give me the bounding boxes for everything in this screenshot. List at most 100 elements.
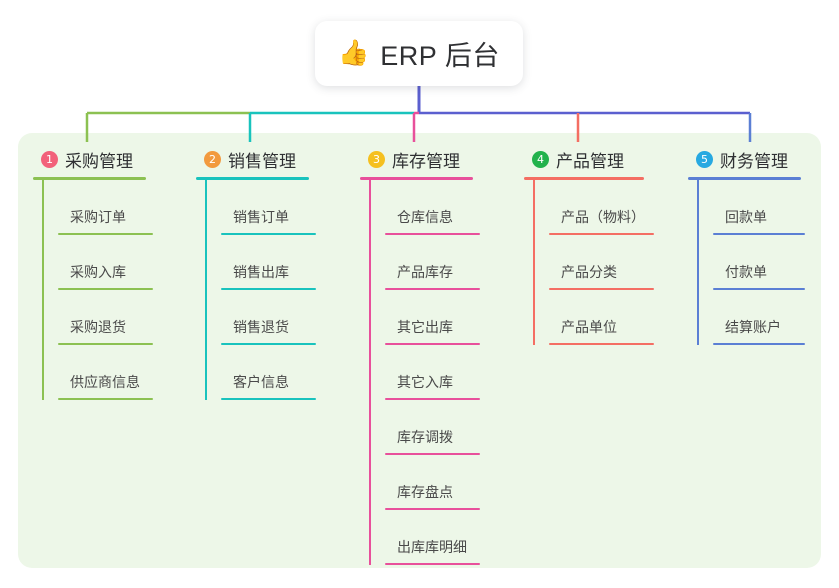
branch-item-rule <box>385 453 480 455</box>
branch-item-rule <box>221 343 316 345</box>
branch-item-rule <box>58 288 153 290</box>
branch-item-label: 销售退货 <box>233 319 289 335</box>
branch-header-1[interactable]: 1 采购管理 <box>33 146 146 172</box>
branch-item[interactable]: 库存盘点 <box>385 455 480 510</box>
branch-item-label: 库存盘点 <box>397 484 453 500</box>
branch-item[interactable]: 结算账户 <box>713 290 805 345</box>
branch-item-rule <box>58 343 153 345</box>
root-node[interactable]: 👍 ERP 后台 <box>315 21 523 86</box>
branch-column-4: 4 产品管理产品（物料） 产品分类产品单位 <box>524 146 654 345</box>
branch-item-rule <box>221 398 316 400</box>
branch-column-5: 5 财务管理回款单付款单结算账户 <box>688 146 805 345</box>
branch-item-rule <box>713 288 805 290</box>
branch-item[interactable]: 销售订单 <box>221 180 316 235</box>
branch-item-rule <box>549 343 654 345</box>
branch-underline <box>524 177 644 180</box>
branch-item-rule <box>58 233 153 235</box>
branch-item-list: 回款单付款单结算账户 <box>697 180 805 345</box>
branch-item[interactable]: 产品（物料） <box>549 180 654 235</box>
branch-underline <box>33 177 146 180</box>
branch-underline <box>360 177 473 180</box>
branch-number-badge: 2 <box>204 150 221 168</box>
branch-item-label: 其它出库 <box>397 319 453 335</box>
branch-item-rule <box>385 563 480 565</box>
branch-title: 采购管理 <box>65 151 133 171</box>
branch-item-rule <box>221 233 316 235</box>
branches-panel <box>18 133 821 568</box>
branch-item-label: 库存调拨 <box>397 429 453 445</box>
thumbs-up-icon: 👍 <box>338 39 370 67</box>
branch-item-rule <box>385 343 480 345</box>
branch-item[interactable]: 供应商信息 <box>58 345 153 400</box>
branch-item[interactable]: 出库库明细 <box>385 510 480 565</box>
branch-number-badge: 4 <box>532 150 549 168</box>
branch-item[interactable]: 库存调拨 <box>385 400 480 455</box>
branch-number-badge: 1 <box>41 150 58 168</box>
branch-item-rule <box>385 233 480 235</box>
branch-item-label: 产品分类 <box>561 264 617 280</box>
branch-item-rule <box>221 288 316 290</box>
branch-item-label: 销售订单 <box>233 209 289 225</box>
branch-header-5[interactable]: 5 财务管理 <box>688 146 801 172</box>
branch-item-label: 出库库明细 <box>397 539 467 555</box>
root-title: ERP 后台 <box>380 41 500 71</box>
branch-item[interactable]: 产品分类 <box>549 235 654 290</box>
branch-number-badge: 3 <box>368 150 385 168</box>
branch-item-rule <box>713 233 805 235</box>
branch-item[interactable]: 产品库存 <box>385 235 480 290</box>
branch-item-rule <box>385 288 480 290</box>
branch-item[interactable]: 付款单 <box>713 235 805 290</box>
branch-header-4[interactable]: 4 产品管理 <box>524 146 644 172</box>
branch-item[interactable]: 销售出库 <box>221 235 316 290</box>
branch-item[interactable]: 采购订单 <box>58 180 153 235</box>
branch-item[interactable]: 回款单 <box>713 180 805 235</box>
branch-item[interactable]: 销售退货 <box>221 290 316 345</box>
branch-item[interactable]: 采购退货 <box>58 290 153 345</box>
branch-item-label: 结算账户 <box>725 319 781 335</box>
branch-number-badge: 5 <box>696 150 713 168</box>
branch-item-label: 产品库存 <box>397 264 453 280</box>
branch-item-rule <box>58 398 153 400</box>
branch-item-list: 采购订单采购入库采购退货供应商信息 <box>42 180 153 400</box>
branch-item[interactable]: 仓库信息 <box>385 180 480 235</box>
branch-item-rule <box>385 508 480 510</box>
branch-item-rule <box>385 398 480 400</box>
branch-spine <box>533 180 535 345</box>
branch-item[interactable]: 其它入库 <box>385 345 480 400</box>
branch-item-label: 付款单 <box>725 264 767 280</box>
branch-item-list: 销售订单销售出库销售退货客户信息 <box>205 180 316 400</box>
branch-spine <box>697 180 699 345</box>
branch-column-1: 1 采购管理采购订单采购入库采购退货供应商信息 <box>33 146 153 400</box>
branch-column-3: 3 库存管理仓库信息产品库存其它出库其它入库库存调拨库存盘点出库库明细 <box>360 146 480 565</box>
branch-item-label: 其它入库 <box>397 374 453 390</box>
root-node-content: 👍 ERP 后台 <box>338 34 500 73</box>
branch-item-label: 产品单位 <box>561 319 617 335</box>
branch-item-label: 采购订单 <box>70 209 126 225</box>
branch-item-label: 供应商信息 <box>70 374 140 390</box>
branch-item-rule <box>713 343 805 345</box>
branch-item[interactable]: 其它出库 <box>385 290 480 345</box>
branch-underline <box>688 177 801 180</box>
branch-item-label: 采购入库 <box>70 264 126 280</box>
branch-item[interactable]: 产品单位 <box>549 290 654 345</box>
branch-item-label: 客户信息 <box>233 374 289 390</box>
branch-item-label: 销售出库 <box>233 264 289 280</box>
branch-item-rule <box>549 288 654 290</box>
branch-item[interactable]: 客户信息 <box>221 345 316 400</box>
branch-item-rule <box>549 233 654 235</box>
branch-spine <box>369 180 371 565</box>
branch-item-label: 采购退货 <box>70 319 126 335</box>
branch-underline <box>196 177 309 180</box>
branch-item-label: 仓库信息 <box>397 209 453 225</box>
branch-item[interactable]: 采购入库 <box>58 235 153 290</box>
branch-title: 库存管理 <box>392 151 460 171</box>
branch-item-list: 仓库信息产品库存其它出库其它入库库存调拨库存盘点出库库明细 <box>369 180 480 565</box>
branch-item-list: 产品（物料） 产品分类产品单位 <box>533 180 654 345</box>
branch-header-3[interactable]: 3 库存管理 <box>360 146 473 172</box>
branch-title: 财务管理 <box>720 151 788 171</box>
branch-spine <box>42 180 44 400</box>
branch-title: 产品管理 <box>556 151 624 171</box>
